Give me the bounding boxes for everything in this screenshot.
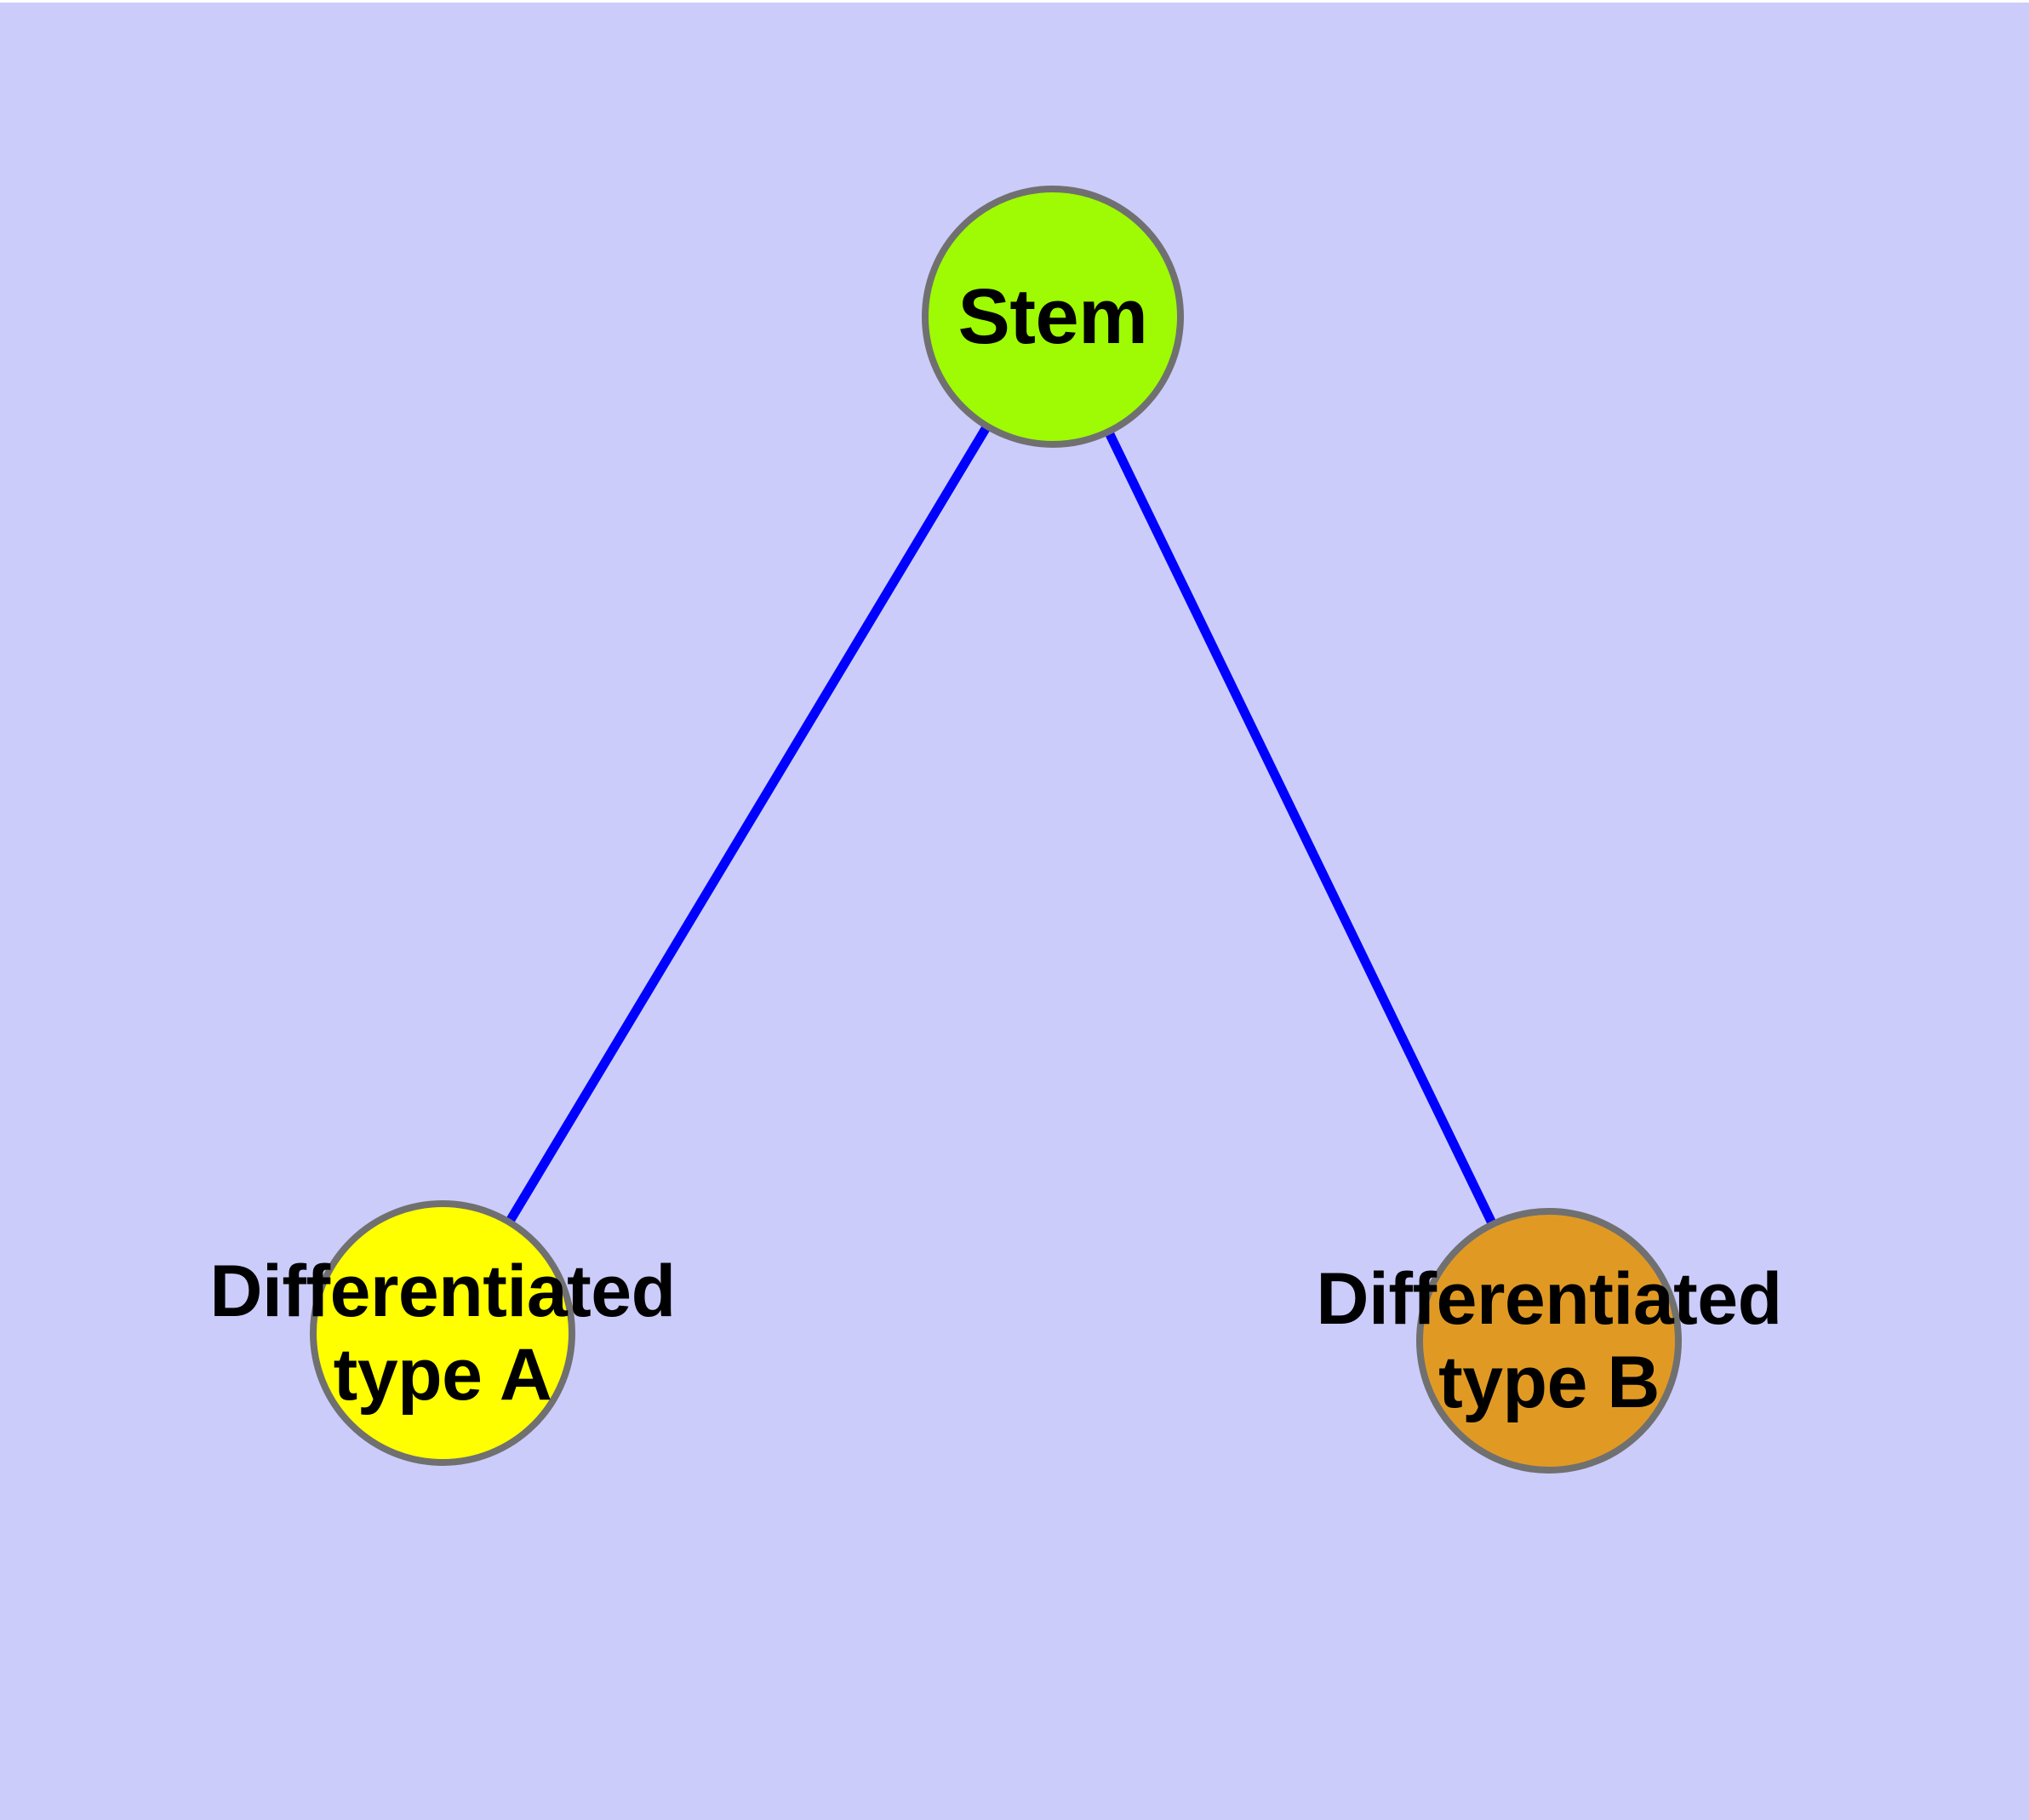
edge-stem-to-differentiated-type-a[interactable] <box>506 424 991 1224</box>
node-stem[interactable] <box>922 186 1184 448</box>
edge-stem-to-differentiated-type-b[interactable] <box>1104 430 1497 1226</box>
edge-layer <box>506 424 1497 1226</box>
node-differentiated-type-b[interactable] <box>1416 1208 1682 1474</box>
node-differentiated-type-a[interactable] <box>310 1200 575 1466</box>
node-layer <box>310 186 1682 1474</box>
